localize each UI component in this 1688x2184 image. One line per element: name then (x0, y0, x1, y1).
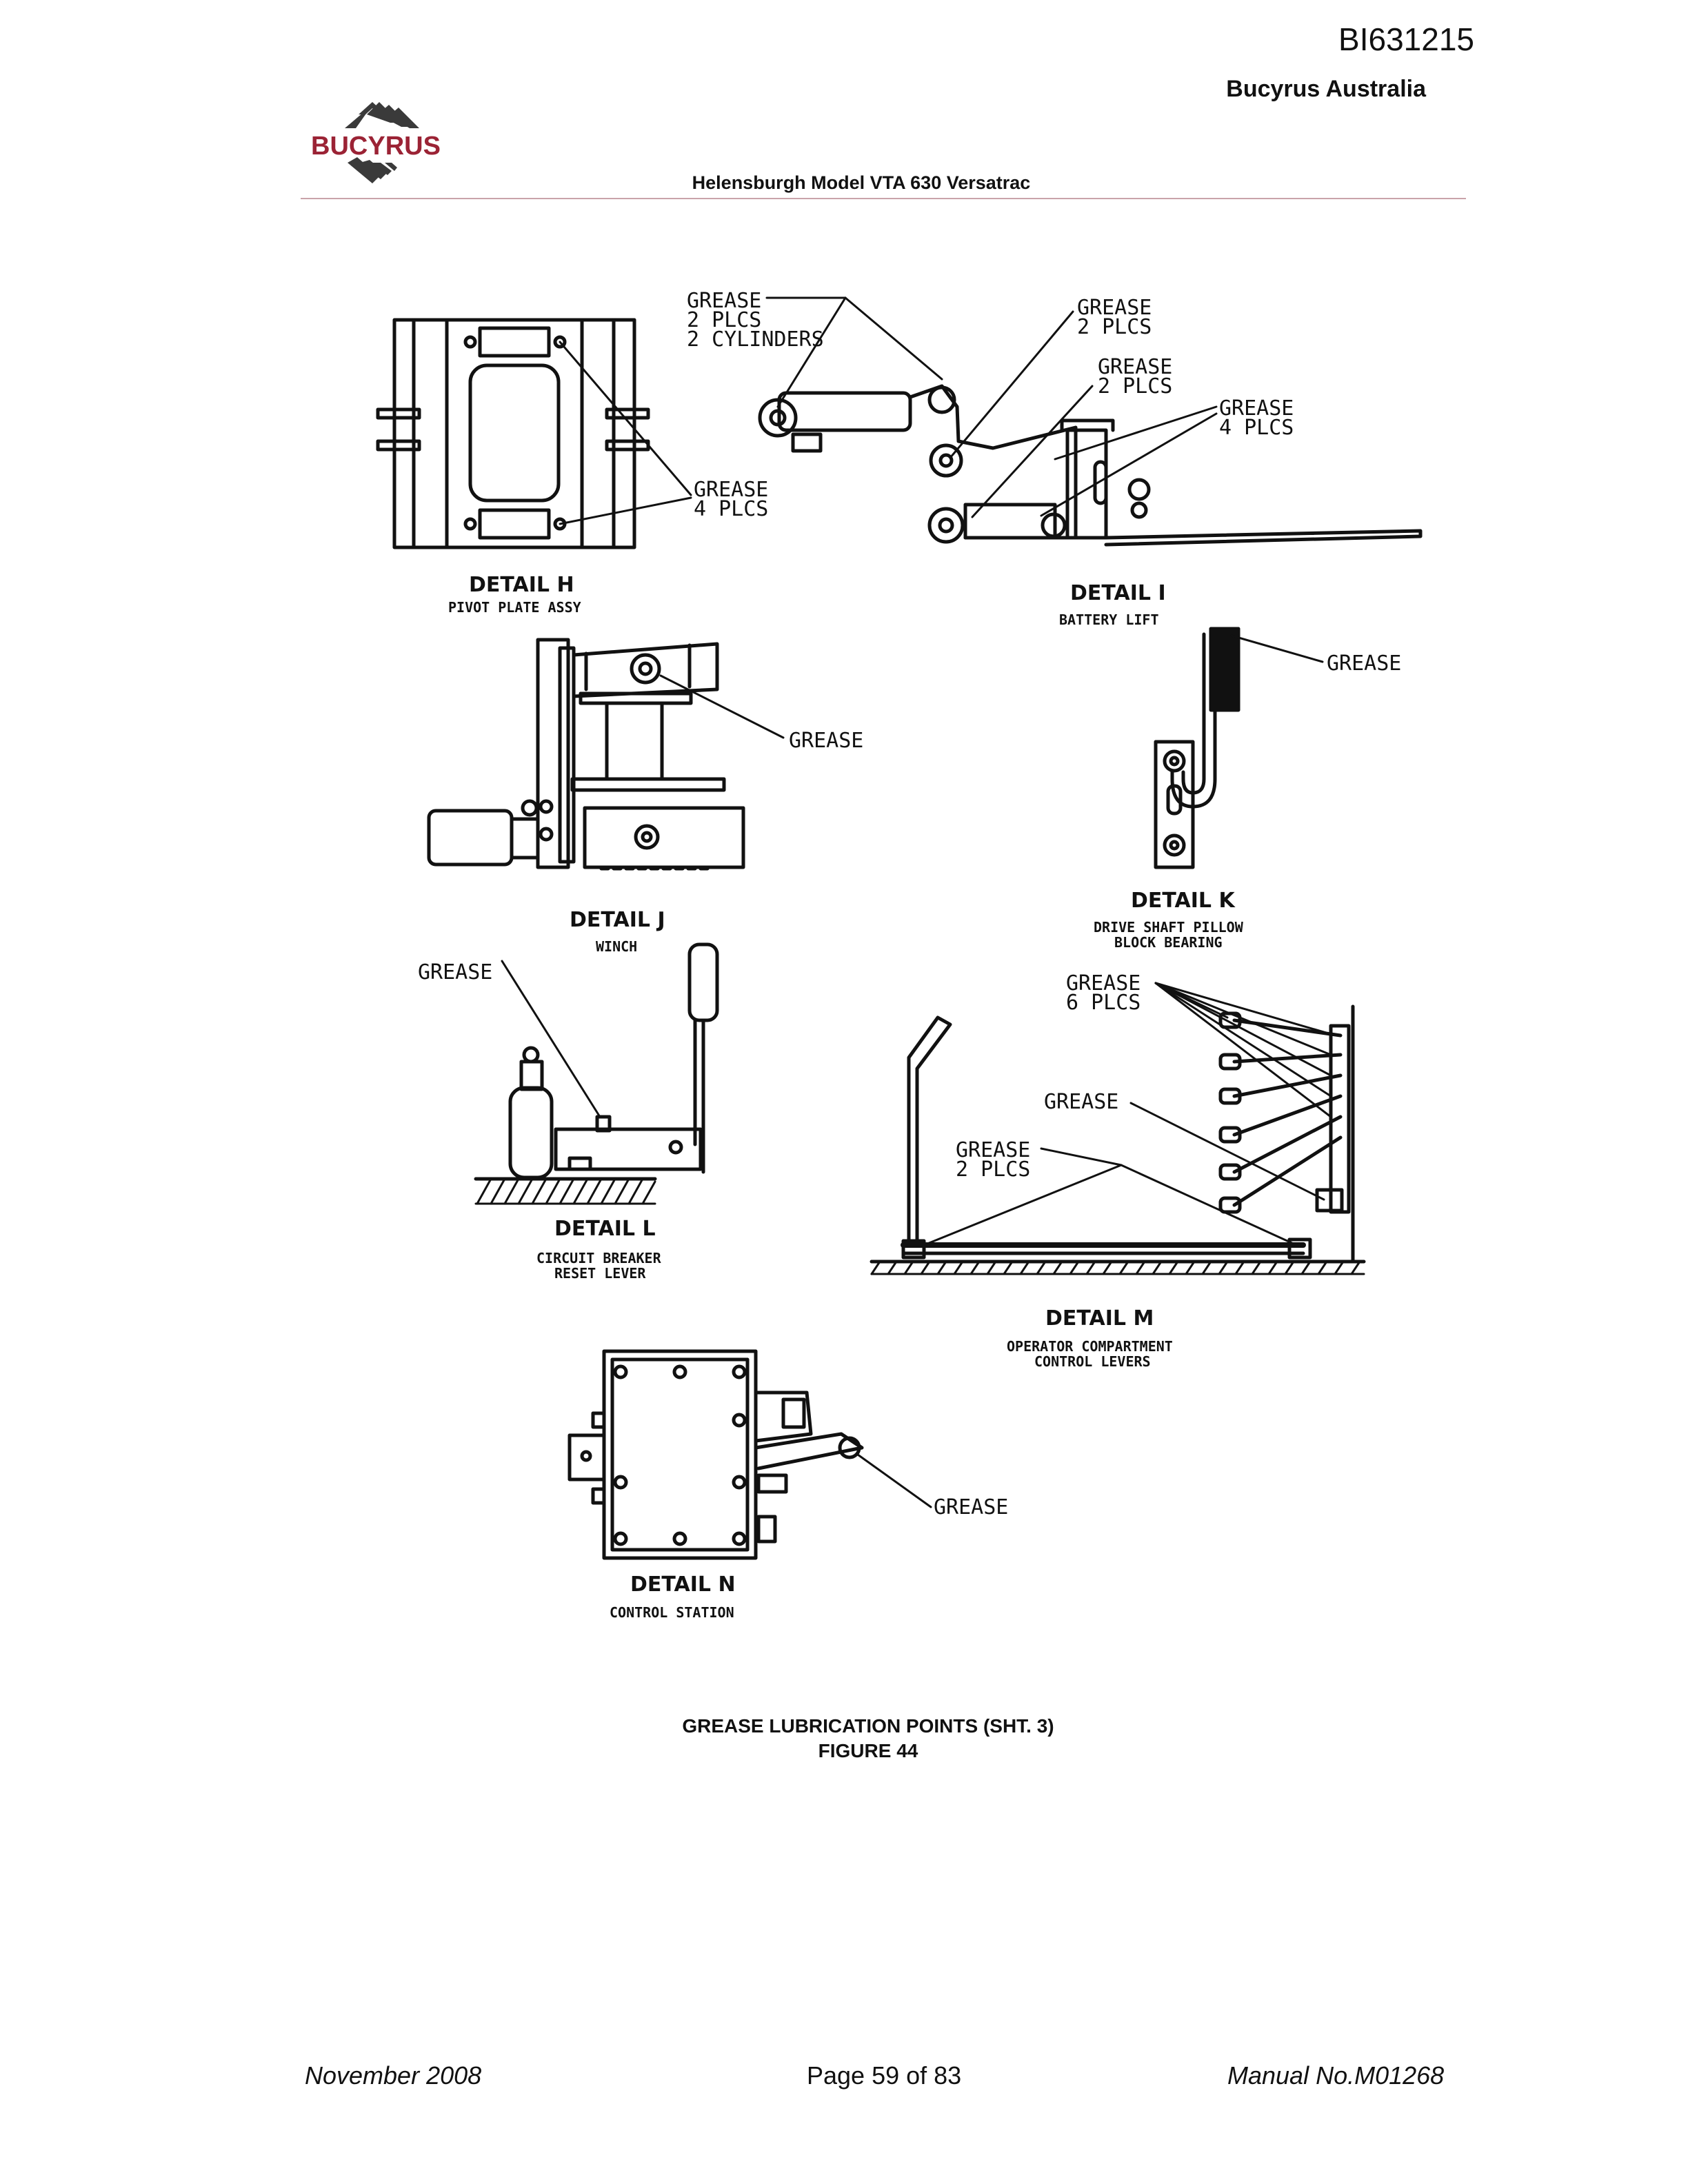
detail-m-drawing (870, 982, 1366, 1264)
document-id: BI631215 (1338, 21, 1474, 57)
detail-h-subtitle: PIVOT PLATE ASSY (448, 599, 581, 616)
header-rule (301, 198, 1466, 199)
detail-l-subtitle-line2: RESET LEVER (554, 1265, 646, 1282)
detail-l-subtitle-line1: CIRCUIT BREAKER (536, 1250, 662, 1266)
callout-n: GREASE (934, 1495, 1008, 1519)
callout-i-c-line1: GREASE (1219, 396, 1294, 421)
footer-manual-number: Manual No.M01268 (1227, 2061, 1445, 2090)
callout-m-a-line1: GREASE (1066, 971, 1141, 995)
detail-h-title: DETAIL H (469, 573, 574, 597)
detail-m-subtitle-line2: CONTROL LEVERS (1034, 1353, 1151, 1370)
callout-m-c-line2: 2 PLCS (956, 1157, 1030, 1182)
detail-n-title: DETAIL N (630, 1573, 736, 1597)
detail-l-drawing (474, 942, 719, 1181)
detail-k-subtitle-line1: DRIVE SHAFT PILLOW (1094, 919, 1244, 936)
callout-i-b-line1: GREASE (1098, 355, 1172, 379)
callout-l: GREASE (418, 960, 492, 984)
detail-m-title: DETAIL M (1045, 1306, 1154, 1331)
detail-i-title: DETAIL I (1070, 581, 1166, 605)
detail-i-drawing (758, 296, 1423, 547)
detail-j-subtitle: WINCH (596, 938, 637, 955)
callout-i-b-line2: 2 PLCS (1098, 374, 1172, 398)
callout-m-b: GREASE (1044, 1090, 1118, 1114)
footer-page-number: Page 59 of 83 (807, 2061, 962, 2090)
callout-i-a-line1: GREASE (1077, 296, 1152, 320)
detail-k-subtitle-line2: BLOCK BEARING (1114, 934, 1223, 951)
footer-date: November 2008 (305, 2061, 482, 2090)
callout-i-cylinders-line3: 2 CYLINDERS (687, 327, 824, 352)
detail-n-subtitle: CONTROL STATION (610, 1604, 734, 1621)
detail-j-drawing (427, 638, 785, 871)
detail-m-subtitle-line1: OPERATOR COMPARTMENT (1007, 1338, 1173, 1355)
callout-k: GREASE (1327, 651, 1401, 676)
callout-m-c-line1: GREASE (956, 1138, 1030, 1162)
detail-i-subtitle: BATTERY LIFT (1059, 611, 1159, 628)
detail-j-title: DETAIL J (570, 908, 665, 932)
callout-m-a-line2: 6 PLCS (1066, 991, 1141, 1015)
detail-l-title: DETAIL L (554, 1217, 656, 1241)
callout-h-line2: 4 PLCS (694, 497, 768, 521)
callout-i-cylinders-line1: GREASE (687, 289, 761, 313)
detail-h-drawing (376, 318, 692, 549)
logo-wordmark: BUCYRUS (311, 132, 441, 161)
callout-j: GREASE (789, 729, 863, 753)
callout-h-line1: GREASE (694, 478, 768, 502)
detail-n-drawing (567, 1349, 932, 1560)
callout-i-c-line2: 4 PLCS (1219, 416, 1294, 440)
company-name: Bucyrus Australia (1226, 76, 1426, 102)
figure-caption: GREASE LUBRICATION POINTS (SHT. 3) (682, 1715, 1054, 1737)
callout-i-cylinders-line2: 2 PLCS (687, 308, 761, 332)
figure-number: FIGURE 44 (818, 1740, 918, 1761)
detail-l-ground-hatch (474, 1177, 656, 1205)
detail-k-title: DETAIL K (1131, 889, 1236, 913)
detail-k-drawing (1154, 627, 1324, 869)
callout-i-a-line2: 2 PLCS (1077, 315, 1152, 339)
bucyrus-logo: BUCYRUS (311, 102, 441, 183)
detail-m-floor-hatch (870, 1260, 1365, 1275)
model-title: Helensburgh Model VTA 630 Versatrac (692, 172, 1031, 193)
